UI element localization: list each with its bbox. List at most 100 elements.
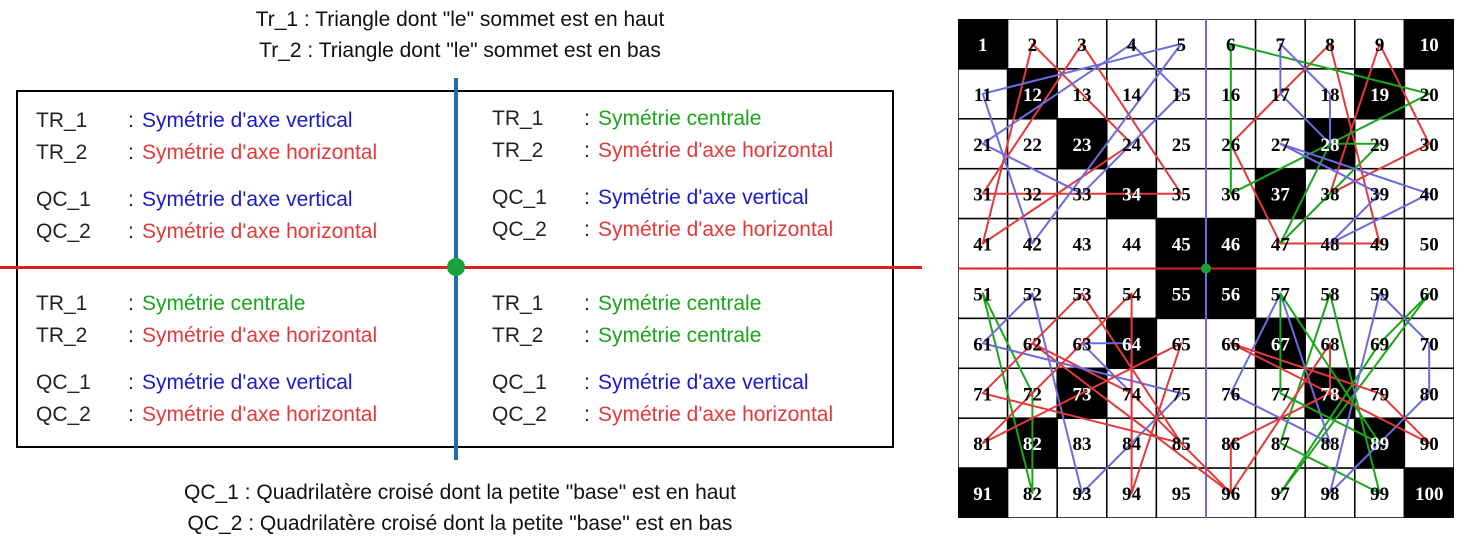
cell-number: 12 xyxy=(1023,85,1042,106)
cell-number: 67 xyxy=(1271,334,1291,355)
row-sep: : xyxy=(128,220,134,243)
cell-number: 35 xyxy=(1172,185,1191,206)
row-value: Symétrie d'axe horizontal xyxy=(598,139,834,162)
cell-number: 88 xyxy=(1321,434,1340,455)
center-point xyxy=(447,258,465,276)
cell-number: 28 xyxy=(1321,135,1340,156)
row-sep: : xyxy=(128,141,134,164)
cell-number: 48 xyxy=(1321,235,1340,256)
figure-green xyxy=(1279,292,1381,445)
row-key: QC_2 xyxy=(492,403,547,426)
row-key: QC_2 xyxy=(36,220,91,243)
row-value: Symétrie d'axe vertical xyxy=(598,371,809,394)
cell-number: 76 xyxy=(1221,384,1240,405)
row-key: TR_1 xyxy=(492,107,544,130)
cell-number: 63 xyxy=(1073,334,1092,355)
cell-number: 20 xyxy=(1420,85,1439,106)
cell-number: 68 xyxy=(1321,334,1340,355)
cell-number: 93 xyxy=(1073,484,1092,505)
cell-number: 51 xyxy=(973,284,992,305)
figure-blue xyxy=(1279,42,1331,145)
cell-number: 27 xyxy=(1271,135,1291,156)
row-sep: : xyxy=(584,324,590,347)
cell-number: 94 xyxy=(1122,484,1142,505)
row-sep: : xyxy=(128,109,134,132)
cell-number: 14 xyxy=(1122,85,1142,106)
cell-number: 91 xyxy=(973,484,992,505)
cell-number: 83 xyxy=(1073,434,1092,455)
row-sep: : xyxy=(128,403,134,426)
row-sep: : xyxy=(584,107,590,130)
figure-red xyxy=(1229,342,1331,495)
cell-number: 75 xyxy=(1172,384,1191,405)
cell-number: 22 xyxy=(1023,135,1042,156)
cell-number: 21 xyxy=(973,135,992,156)
cell-number: 98 xyxy=(1321,484,1340,505)
cell-number: 44 xyxy=(1122,235,1142,256)
legend-bottom: QC_1 : Quadrilatère croisé dont la petit… xyxy=(0,477,920,539)
cell-number: 97 xyxy=(1271,484,1291,505)
cell-number: 33 xyxy=(1073,185,1092,206)
cell-number: 99 xyxy=(1370,484,1389,505)
cell-number: 64 xyxy=(1122,334,1142,355)
cell-number: 25 xyxy=(1172,135,1191,156)
row-value: Symétrie d'axe vertical xyxy=(598,186,809,209)
row-value: Symétrie centrale xyxy=(598,107,762,130)
cell-number: 60 xyxy=(1420,284,1439,305)
row-value: Symétrie centrale xyxy=(598,292,762,315)
row-key: TR_1 xyxy=(36,292,88,315)
cell-number: 59 xyxy=(1370,284,1389,305)
row-key: TR_1 xyxy=(492,292,544,315)
cell-number: 36 xyxy=(1221,185,1240,206)
cell-number: 26 xyxy=(1221,135,1240,156)
cell-number: 10 xyxy=(1420,35,1439,56)
row-sep: : xyxy=(584,292,590,315)
cell-number: 82 xyxy=(1023,434,1042,455)
row-value: Symétrie d'axe horizontal xyxy=(142,403,378,426)
figure-red xyxy=(1329,42,1431,195)
cell-number: 5 xyxy=(1176,35,1186,56)
cell-number: 90 xyxy=(1420,434,1439,455)
cell-number: 71 xyxy=(973,384,992,405)
legend-line-qc2: QC_2 : Quadrilatère croisé dont la petit… xyxy=(187,512,733,535)
row-key: QC_1 xyxy=(492,371,547,394)
row-key: TR_2 xyxy=(492,139,544,162)
row-key: QC_1 xyxy=(492,186,547,209)
cell-number: 53 xyxy=(1073,284,1092,305)
cell-number: 24 xyxy=(1122,135,1142,156)
cell-number: 56 xyxy=(1221,284,1240,305)
figure-red xyxy=(981,292,1183,495)
cell-number: 69 xyxy=(1370,334,1389,355)
cell-number: 84 xyxy=(1122,434,1142,455)
cell-number: 55 xyxy=(1172,284,1191,305)
cell-number: 29 xyxy=(1370,135,1389,156)
cell-number: 2 xyxy=(1028,35,1038,56)
cell-number: 9 xyxy=(1375,35,1385,56)
cell-number: 7 xyxy=(1276,35,1286,56)
row-value: Symétrie d'axe vertical xyxy=(142,188,353,211)
cell-number: 50 xyxy=(1420,235,1439,256)
cell-number: 32 xyxy=(1023,185,1042,206)
cell-number: 81 xyxy=(973,434,992,455)
cell-number: 70 xyxy=(1420,334,1439,355)
row-value: Symétrie centrale xyxy=(142,292,306,315)
cell-number: 66 xyxy=(1221,334,1240,355)
cell-number: 3 xyxy=(1077,35,1087,56)
row-value: Symétrie centrale xyxy=(598,324,762,347)
cell-number: 79 xyxy=(1370,384,1389,405)
cell-number: 18 xyxy=(1321,85,1340,106)
grid-center-point xyxy=(1201,263,1211,274)
row-sep: : xyxy=(128,371,134,394)
cell-number: 39 xyxy=(1370,185,1389,206)
row-sep: : xyxy=(584,371,590,394)
cell-number: 8 xyxy=(1325,35,1335,56)
cell-number: 15 xyxy=(1172,85,1191,106)
cell-number: 80 xyxy=(1420,384,1439,405)
grid-cell xyxy=(1056,217,1108,270)
cell-number: 61 xyxy=(973,334,992,355)
figure-green xyxy=(1279,142,1381,245)
cell-number: 78 xyxy=(1321,384,1340,405)
row-key: QC_2 xyxy=(492,218,547,241)
row-sep: : xyxy=(584,218,590,241)
cell-number: 45 xyxy=(1172,235,1191,256)
